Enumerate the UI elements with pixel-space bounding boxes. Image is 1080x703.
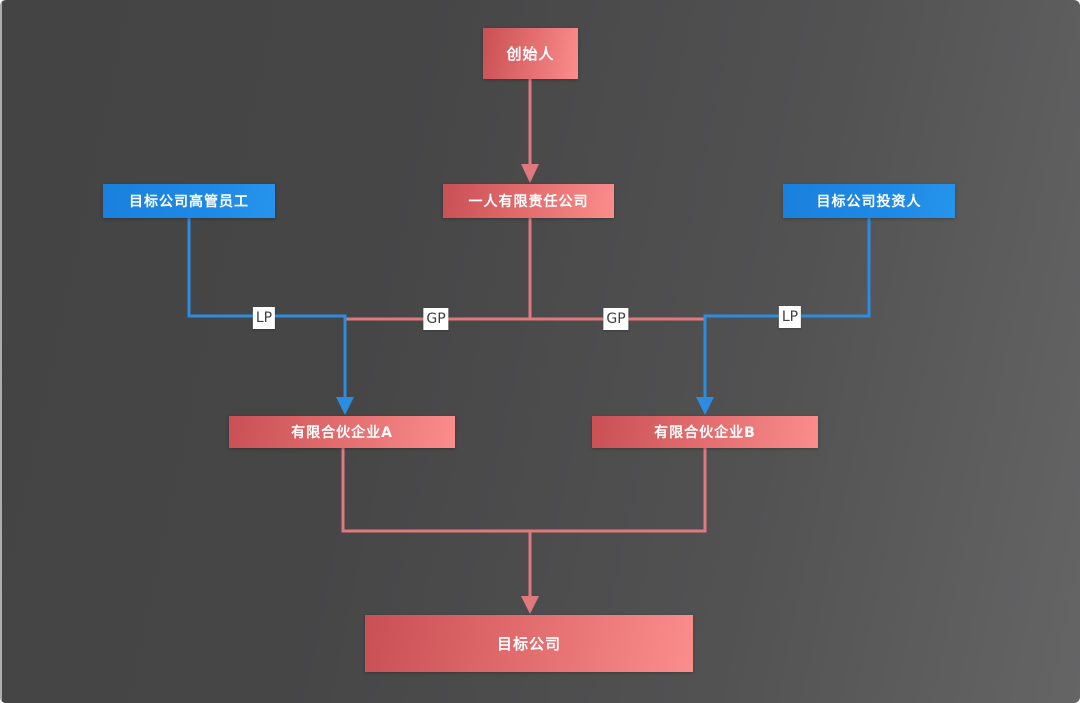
node-partnership-b-label: 有限合伙企业B (654, 425, 756, 441)
node-one-person-llc-label: 一人有限责任公司 (468, 194, 589, 210)
node-partnership-b: 有限合伙企业B (592, 416, 818, 448)
arrowhead-down-icon (521, 164, 539, 183)
arrowhead-down-icon (521, 596, 539, 614)
node-executives: 目标公司高管员工 (103, 184, 275, 218)
node-founder-label: 创始人 (506, 45, 555, 63)
node-investors-label: 目标公司投资人 (816, 194, 922, 210)
node-founder: 创始人 (483, 28, 578, 79)
edge-label-lp-right: LP (778, 306, 802, 328)
arrowhead-down-icon (336, 397, 354, 415)
node-investors: 目标公司投资人 (783, 184, 955, 218)
edge-label-lp-left: LP (252, 307, 276, 329)
node-executives-label: 目标公司高管员工 (129, 194, 249, 210)
node-partnership-a-label: 有限合伙企业A (291, 425, 393, 441)
node-one-person-llc: 一人有限责任公司 (443, 184, 614, 218)
edge-label-gp-right: GP (603, 308, 629, 330)
arrowhead-down-icon (696, 397, 714, 415)
node-target-company-label: 目标公司 (496, 635, 561, 653)
node-partnership-a: 有限合伙企业A (229, 416, 455, 448)
edge-label-gp-left: GP (423, 308, 449, 330)
node-target-company: 目标公司 (365, 615, 693, 672)
left-edge-strip (0, 0, 2, 703)
